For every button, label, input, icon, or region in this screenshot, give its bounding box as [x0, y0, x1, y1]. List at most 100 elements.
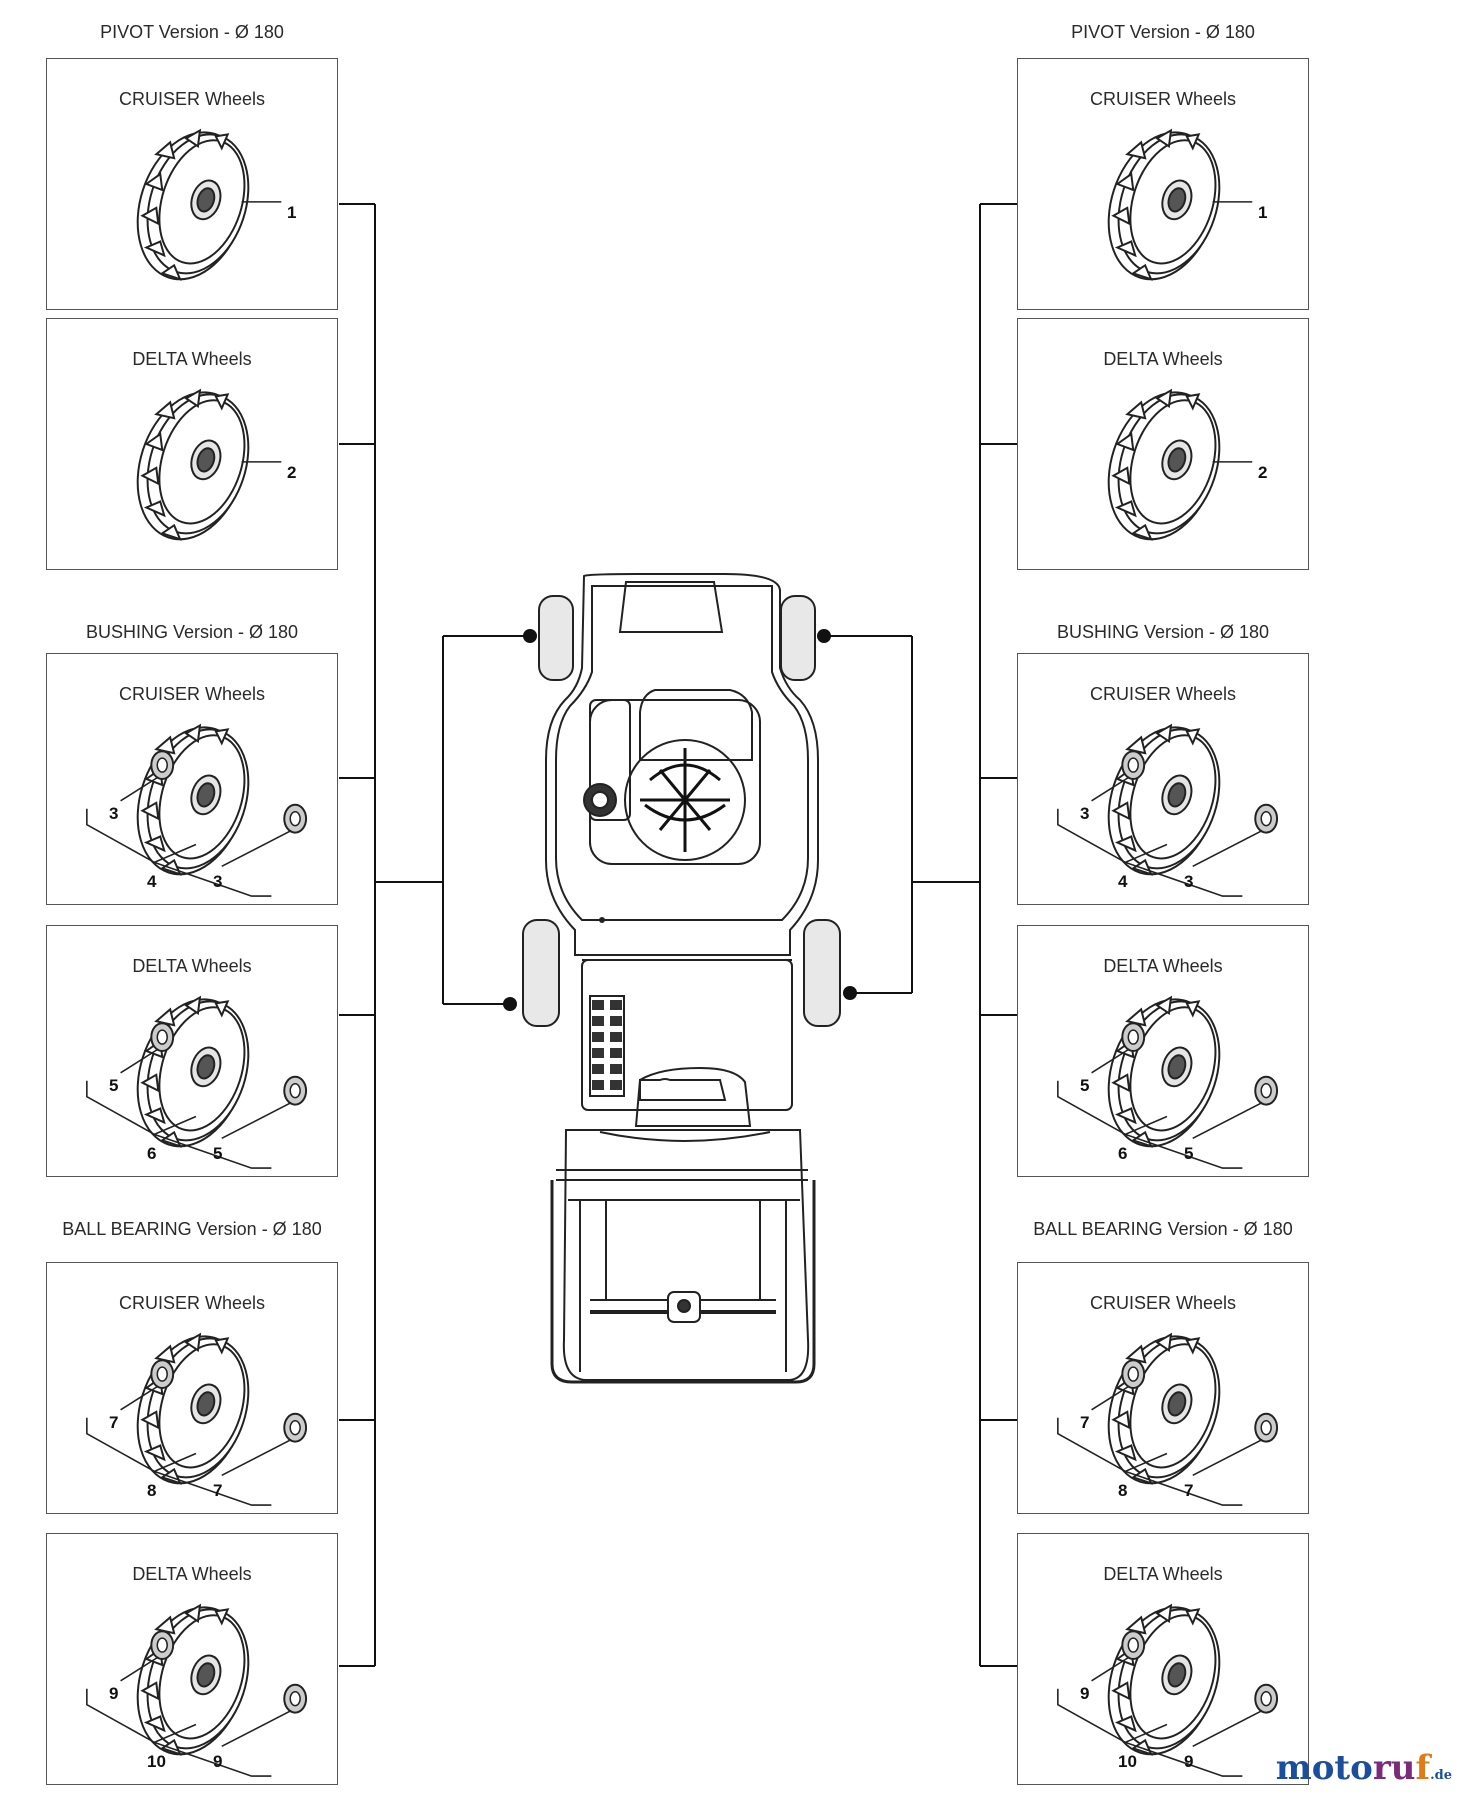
leader-line [1192, 1438, 1263, 1477]
section-title: PIVOT Version - Ø 180 [1071, 22, 1255, 42]
leader-line [1125, 1741, 1243, 1777]
lawn-mower-top-view [522, 573, 841, 1384]
wheel-box-title: DELTA Wheels [1103, 349, 1223, 369]
section-title: BALL BEARING Version - Ø 180 [1033, 1219, 1293, 1239]
part-number-label: 3 [109, 804, 119, 823]
wheel-box-title: DELTA Wheels [1103, 1564, 1223, 1584]
leader-line [1124, 843, 1168, 864]
bearing-part [1121, 1022, 1146, 1052]
bearing-part [150, 1022, 175, 1052]
leader-line [153, 1452, 197, 1473]
part-number-label: 7 [1080, 1413, 1090, 1432]
leader-line [153, 1723, 197, 1744]
part-number-label: 5 [1080, 1076, 1090, 1095]
watermark-part-3: f [1415, 1748, 1431, 1788]
motoruf-watermark: motoruf.de [1276, 1748, 1452, 1788]
bearing-part [150, 750, 175, 780]
leader-line [1091, 1656, 1130, 1682]
part-number-label: 2 [287, 463, 297, 482]
part-number-label: 7 [109, 1413, 119, 1432]
leader-line [1192, 1101, 1263, 1140]
wheel-box-title: DELTA Wheels [132, 349, 252, 369]
part-number-label: 1 [287, 203, 297, 222]
bearing-part [150, 1359, 175, 1389]
leader-line [221, 1709, 292, 1748]
leader-line [1091, 1385, 1130, 1411]
part-number-label: 9 [1184, 1752, 1194, 1771]
leader-line [1124, 1452, 1168, 1473]
bearing-part [1254, 803, 1279, 834]
part-number-label: 3 [1080, 804, 1090, 823]
wheel-box: CRUISER Wheels 1 [46, 58, 338, 310]
part-number-label: 5 [109, 1076, 119, 1095]
wheel-box-title: DELTA Wheels [132, 1564, 252, 1584]
wheel-box: DELTA Wheels 9 10 9 [1017, 1533, 1309, 1785]
wheel-box: DELTA Wheels 2 [46, 318, 338, 570]
leader-line [86, 1080, 155, 1136]
bearing-part [283, 1075, 308, 1106]
leader-line [1125, 1133, 1243, 1169]
wheel-box-title: CRUISER Wheels [118, 89, 266, 109]
leader-line [221, 1438, 292, 1477]
leader-line [120, 1048, 159, 1074]
bearing-part [1121, 1630, 1146, 1660]
watermark-suffix: .de [1430, 1768, 1452, 1783]
wheel-box: DELTA Wheels 2 [1017, 318, 1309, 570]
leader-line [1091, 776, 1130, 802]
section-title: PIVOT Version - Ø 180 [100, 22, 284, 42]
leader-line [221, 829, 292, 868]
leader-line [153, 843, 197, 864]
bearing-part [1254, 1683, 1279, 1714]
wheel-icon [136, 388, 282, 541]
bearing-part [150, 1630, 175, 1660]
bearing-part [1254, 1075, 1279, 1106]
part-number-label: 9 [213, 1752, 223, 1771]
bearing-part [1121, 1359, 1146, 1389]
leader-line [86, 808, 155, 864]
wheel-box-title: DELTA Wheels [132, 956, 252, 976]
bearing-part [1254, 1412, 1279, 1443]
wheel-icon [1057, 995, 1279, 1169]
leader-line [1091, 1048, 1130, 1074]
bearing-part [1121, 750, 1146, 780]
wheel-icon [86, 1332, 308, 1506]
part-number-label: 3 [213, 872, 223, 891]
bearing-part [283, 803, 308, 834]
part-number-label: 9 [109, 1684, 119, 1703]
section-title: BALL BEARING Version - Ø 180 [62, 1219, 322, 1239]
wheel-box-title: CRUISER Wheels [118, 684, 266, 704]
part-number-label: 7 [213, 1481, 223, 1500]
part-number-label: 4 [1118, 872, 1128, 891]
leader-line [1125, 1470, 1243, 1506]
part-number-label: 10 [147, 1752, 166, 1771]
leader-line [1124, 1115, 1168, 1136]
wheel-box: CRUISER Wheels 3 4 3 [1017, 653, 1309, 905]
part-number-label: 9 [1080, 1684, 1090, 1703]
wheel-box-title: CRUISER Wheels [1089, 684, 1237, 704]
wheel-icon [86, 723, 308, 897]
leader-line [1125, 861, 1243, 897]
wheel-icon [1057, 1332, 1279, 1506]
wheel-icon [86, 1603, 308, 1777]
leader-line [1192, 829, 1263, 868]
wheel-box-title: CRUISER Wheels [1089, 89, 1237, 109]
leader-line [154, 1470, 272, 1506]
leader-line [1057, 1080, 1126, 1136]
wheel-icon [136, 128, 282, 281]
wheel-icon [1107, 128, 1253, 281]
part-number-label: 6 [147, 1144, 157, 1163]
part-number-label: 10 [1118, 1752, 1137, 1771]
wheel-box: CRUISER Wheels 1 [1017, 58, 1309, 310]
leader-line [1057, 808, 1126, 864]
part-number-label: 3 [1184, 872, 1194, 891]
leader-line [221, 1101, 292, 1140]
leader-line [1124, 1723, 1168, 1744]
leader-line [154, 1741, 272, 1777]
leader-line [154, 861, 272, 897]
leader-line [120, 1385, 159, 1411]
